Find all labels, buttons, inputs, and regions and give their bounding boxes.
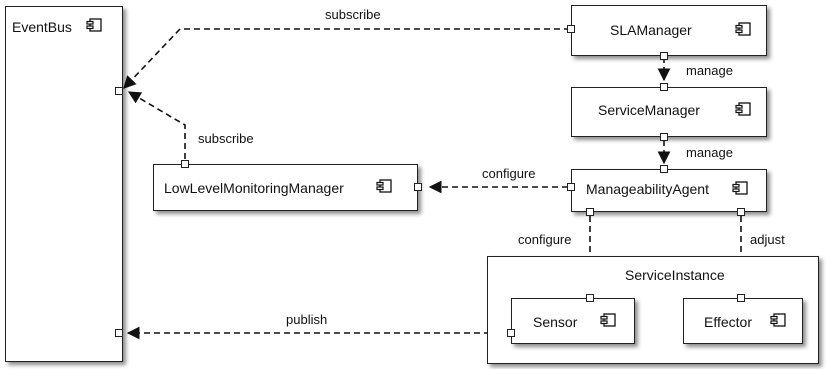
manageability-agent-component: ManageabilityAgent — [571, 169, 767, 212]
sensor-label: Sensor — [533, 314, 578, 330]
agent-configure-sensor-label: configure — [518, 232, 572, 247]
component-icon — [770, 313, 786, 327]
manageability-agent-configure-port — [586, 208, 594, 216]
llm-manager-top-port — [181, 160, 189, 168]
llm-subscribe-connector — [127, 91, 186, 159]
manageability-agent-label: ManageabilityAgent — [586, 181, 709, 197]
event-bus-label: EventBus — [12, 19, 72, 35]
component-icon — [86, 18, 102, 32]
effector-top-port — [737, 294, 745, 302]
sm-manage-label: manage — [686, 145, 733, 160]
service-manager-label: ServiceManager — [598, 102, 700, 118]
service-instance-label: ServiceInstance — [625, 267, 725, 283]
sensor-top-port — [586, 294, 594, 302]
agent-configure-llm-label: configure — [482, 166, 536, 181]
sla-manager-component: SLAManager — [571, 5, 767, 56]
manageability-agent-top-port — [660, 165, 668, 173]
component-icon — [376, 179, 392, 193]
service-manager-bottom-port — [660, 133, 668, 141]
sla-manager-label: SLAManager — [610, 22, 692, 38]
low-level-monitoring-manager-component: LowLevelMonitoringManager — [153, 164, 418, 211]
component-icon — [735, 22, 751, 36]
sensor-component: Sensor — [511, 298, 635, 344]
effector-component: Effector — [683, 298, 803, 344]
agent-adjust-label: adjust — [750, 232, 785, 247]
service-manager-component: ServiceManager — [571, 87, 767, 137]
event-bus-subscribe-port — [115, 87, 123, 95]
component-icon — [735, 102, 751, 116]
component-icon — [600, 313, 616, 327]
sensor-publish-label: publish — [286, 312, 328, 327]
low-level-monitoring-manager-label: LowLevelMonitoringManager — [164, 180, 344, 196]
event-bus-publish-port — [115, 329, 123, 337]
sla-manage-label: manage — [686, 63, 733, 78]
service-manager-top-port — [660, 83, 668, 91]
sla-subscribe-connector — [123, 28, 570, 89]
event-bus-component: EventBus — [5, 6, 123, 362]
sensor-left-port — [507, 329, 515, 337]
llm-manager-right-port — [414, 183, 422, 191]
manageability-agent-left-port — [567, 183, 575, 191]
sla-manager-left-port — [567, 25, 575, 33]
component-icon — [732, 181, 748, 195]
manageability-agent-adjust-port — [737, 208, 745, 216]
effector-label: Effector — [704, 314, 752, 330]
sla-manager-bottom-port — [660, 52, 668, 60]
sla-subscribe-label: subscribe — [325, 7, 381, 22]
llm-subscribe-label: subscribe — [198, 131, 254, 146]
